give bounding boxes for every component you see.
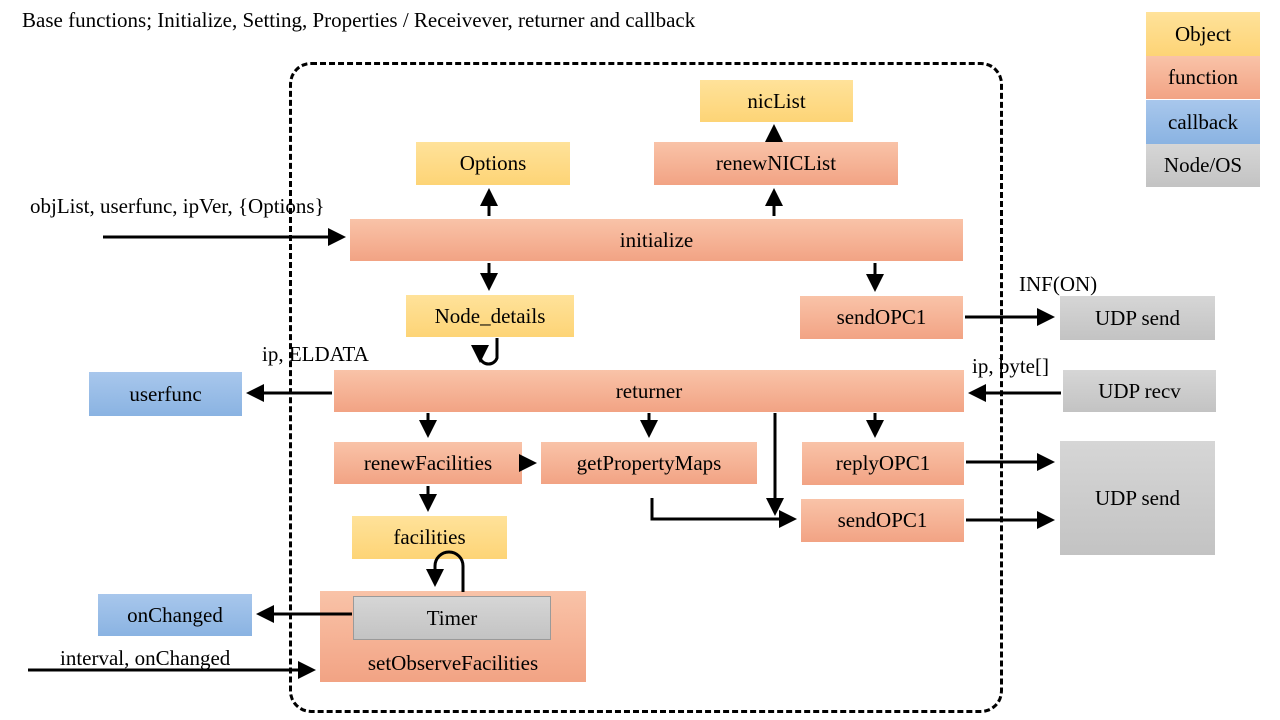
legend-function: function	[1146, 56, 1260, 99]
legend-object: Object	[1146, 12, 1260, 56]
legend-node-os: Node/OS	[1146, 144, 1260, 187]
on-changed-callback: onChanged	[98, 594, 252, 636]
udp-recv: UDP recv	[1063, 370, 1216, 412]
udp-send-top: UDP send	[1060, 296, 1215, 340]
udp-send-bottom: UDP send	[1060, 441, 1215, 555]
module-boundary	[289, 62, 1003, 713]
set-observe-facilities-label: setObserveFacilities	[367, 651, 539, 675]
returner-function: returner	[334, 370, 964, 412]
ip-bytes-label: ip, byte[]	[972, 354, 1049, 378]
userfunc-callback: userfunc	[89, 372, 242, 416]
inf-on-label: INF(ON)	[1019, 272, 1098, 296]
init-args-label: objList, userfunc, ipVer, {Options}	[30, 194, 325, 218]
facilities-object: facilities	[352, 516, 507, 559]
node-details-object: Node_details	[406, 295, 574, 337]
options-object: Options	[416, 142, 570, 185]
send-opc1-top-function: sendOPC1	[800, 296, 963, 339]
send-opc1-bottom-function: sendOPC1	[801, 499, 964, 542]
timer-node: Timer	[353, 596, 551, 640]
nic-list-object: nicList	[700, 80, 853, 122]
get-property-maps-function: getPropertyMaps	[541, 442, 757, 484]
renew-nic-list-function: renewNICList	[654, 142, 898, 185]
legend-callback: callback	[1146, 100, 1260, 144]
reply-opc1-function: replyOPC1	[802, 442, 964, 485]
interval-args-label: interval, onChanged	[60, 646, 231, 670]
initialize-function: initialize	[350, 219, 963, 261]
diagram-title: Base functions; Initialize, Setting, Pro…	[22, 8, 696, 32]
renew-facilities-function: renewFacilities	[334, 442, 522, 484]
ip-eldata-label: ip, ELDATA	[262, 342, 369, 366]
